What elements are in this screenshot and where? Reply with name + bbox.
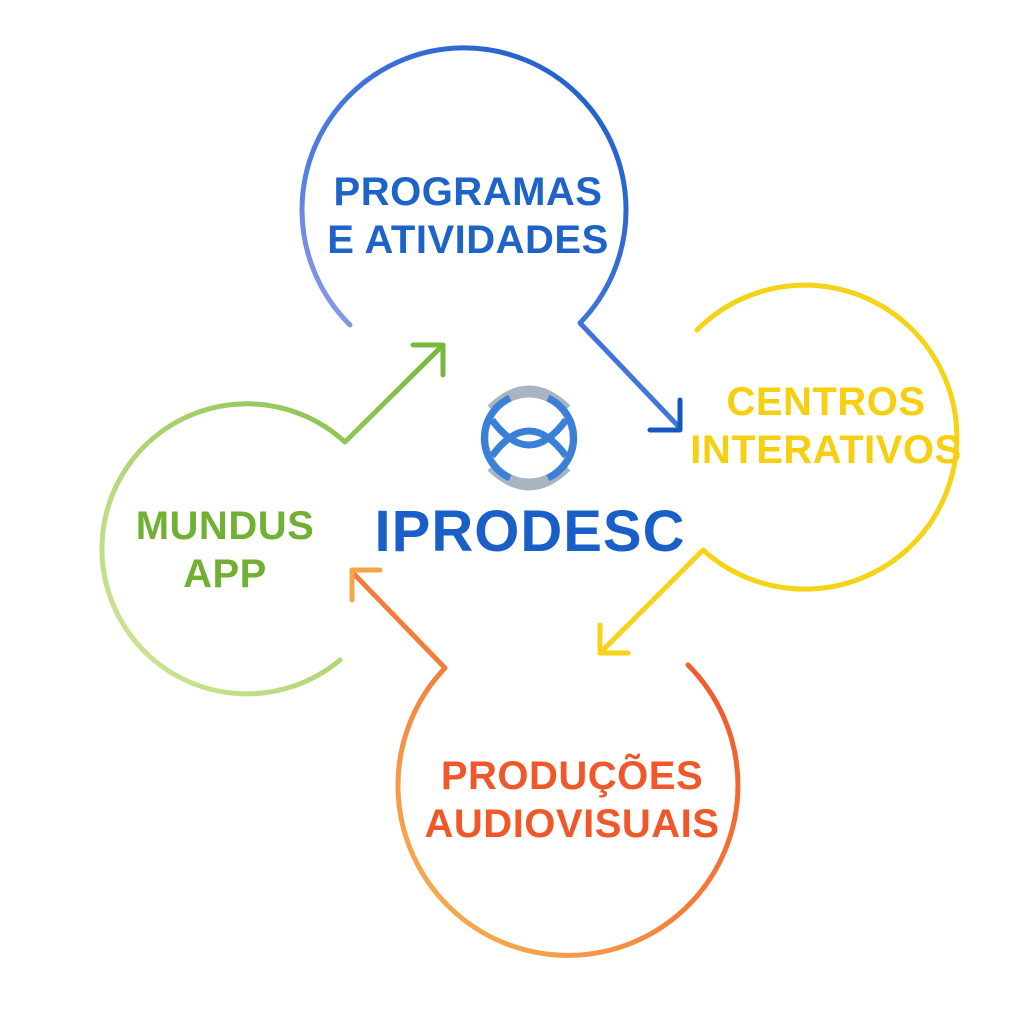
centros-cycle-arc [597,282,960,656]
label-line: INTERATIVOS [690,428,962,472]
label-line: APP [183,552,267,596]
mundus-cycle-arc [99,342,446,697]
label-line: PRODUÇÕES [440,754,704,798]
programas-cycle-arc [299,45,683,431]
label-line: CENTROS [726,380,926,424]
globe-logo-icon [480,385,578,491]
arrow-head-icon [410,342,446,378]
node-mundus-label: MUNDUS APP [136,502,315,598]
node-programas-label: PROGRAMAS E ATIVIDADES [327,168,609,264]
node-producoes-label: PRODUÇÕES AUDIOVISUAIS [425,752,720,848]
arrow-head-icon [597,622,631,656]
node-centros-label: CENTROS INTERATIVOS [690,378,961,474]
arrow-head-icon [349,567,383,603]
label-line: E ATIVIDADES [327,218,609,262]
producoes-cycle-arc [349,569,741,958]
label-line: MUNDUS [135,504,315,548]
arrow-head-icon [647,397,683,433]
label-line: PROGRAMAS [333,170,603,214]
label-line: AUDIOVISUAIS [424,802,720,846]
brand-title: IPRODESC [374,499,686,564]
